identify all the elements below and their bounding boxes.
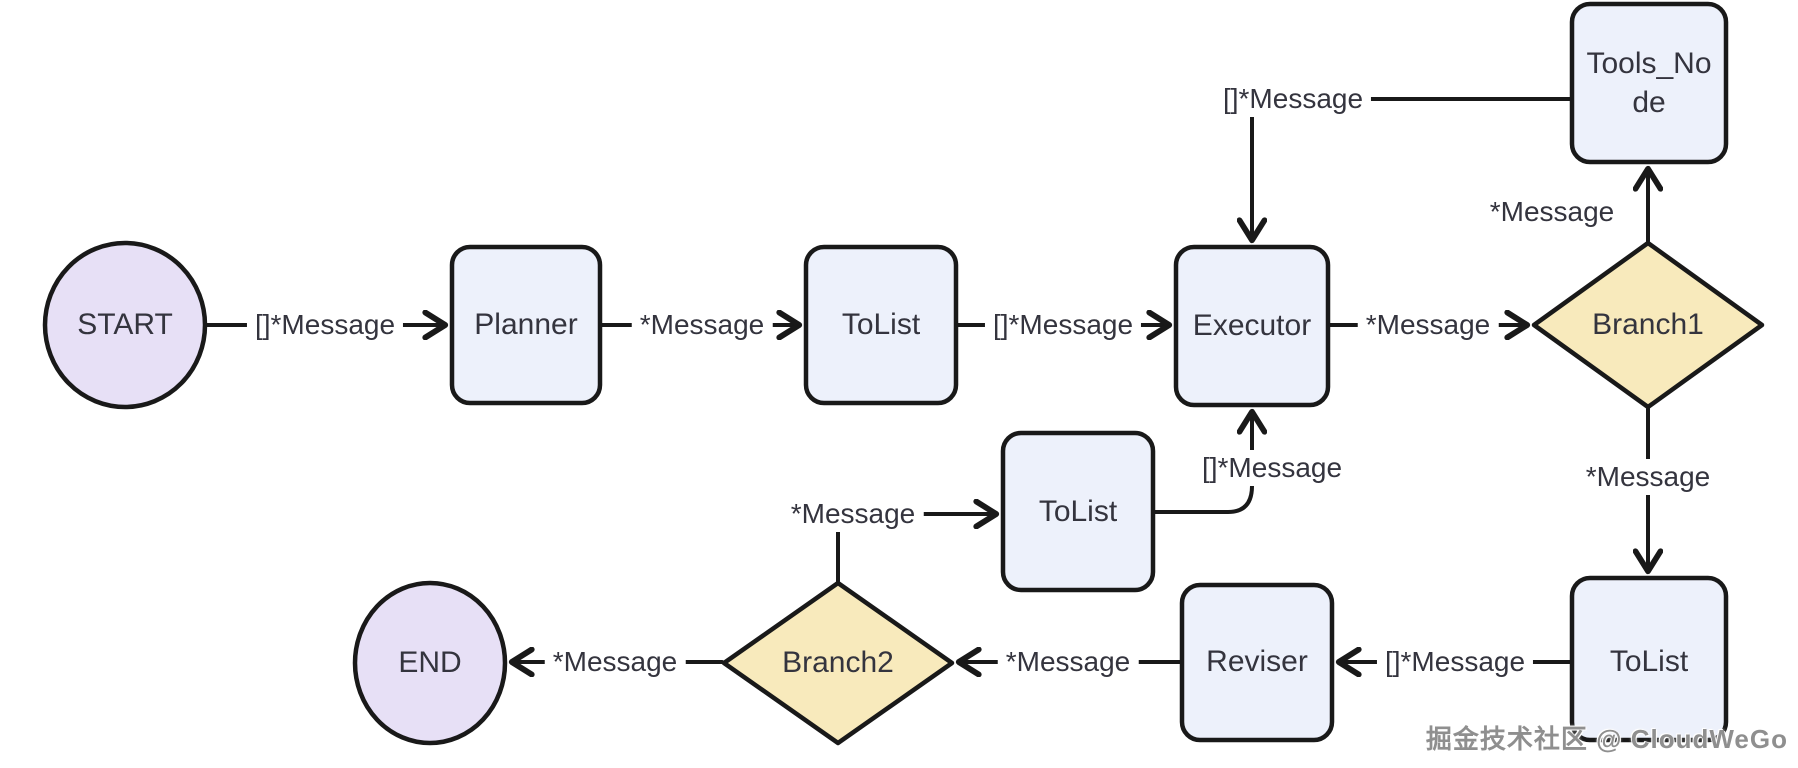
branch2-node-shape xyxy=(721,580,955,746)
tolist-mid-node-shape xyxy=(1000,430,1156,593)
end-node-label: END xyxy=(398,646,462,679)
tolist-right-node-label: ToList xyxy=(1609,645,1689,678)
executor-node-shape xyxy=(1173,244,1331,408)
tools-node-label: Tools_Node xyxy=(1586,47,1712,119)
edge-label-start-planner: []*Message xyxy=(246,307,404,343)
edge-label-tolistmid-executor: []*Message xyxy=(1193,450,1351,486)
end-node-shape xyxy=(352,580,508,746)
reviser-node-label: Reviser xyxy=(1206,645,1308,678)
branch2-node-label: Branch2 xyxy=(782,646,894,679)
edge-label-planner-tolist: *Message xyxy=(631,307,773,343)
tolist-top-node-label: ToList xyxy=(841,308,921,341)
edge-label-reviser-branch2: *Message xyxy=(997,644,1139,680)
tools-node-shape xyxy=(1569,1,1729,165)
reviser-node-shape xyxy=(1179,582,1335,743)
edge-label-branch1-toolsnode: *Message xyxy=(1481,194,1623,230)
edge-label-branch1-tolistright: *Message xyxy=(1577,459,1719,495)
executor-node-label: Executor xyxy=(1192,309,1312,342)
tolist-mid-node-label: ToList xyxy=(1038,495,1118,528)
branch1-node-shape xyxy=(1531,240,1765,410)
edge-label-tolistright-reviser: []*Message xyxy=(1376,644,1534,680)
start-node-label: START xyxy=(77,308,173,341)
edge-label-tolist-executor: []*Message xyxy=(984,307,1142,343)
planner-node-label: Planner xyxy=(474,308,578,341)
edge-label-branch2-end: *Message xyxy=(544,644,686,680)
branch1-node-label: Branch1 xyxy=(1592,308,1704,341)
tolist-right-node-shape xyxy=(1569,575,1729,743)
watermark: 掘金技术社区 @ CloudWeGo xyxy=(1425,724,1788,754)
start-node-shape xyxy=(42,240,208,410)
edge-label-executor-branch1: *Message xyxy=(1357,307,1499,343)
edge-tolistmid-executor xyxy=(1153,413,1252,514)
edge-label-branch2-tolistmid: *Message xyxy=(782,496,924,532)
tolist-top-node-shape xyxy=(803,244,959,406)
edge-label-toolsnode-executor: []*Message xyxy=(1214,81,1372,117)
planner-node-shape xyxy=(449,244,603,406)
